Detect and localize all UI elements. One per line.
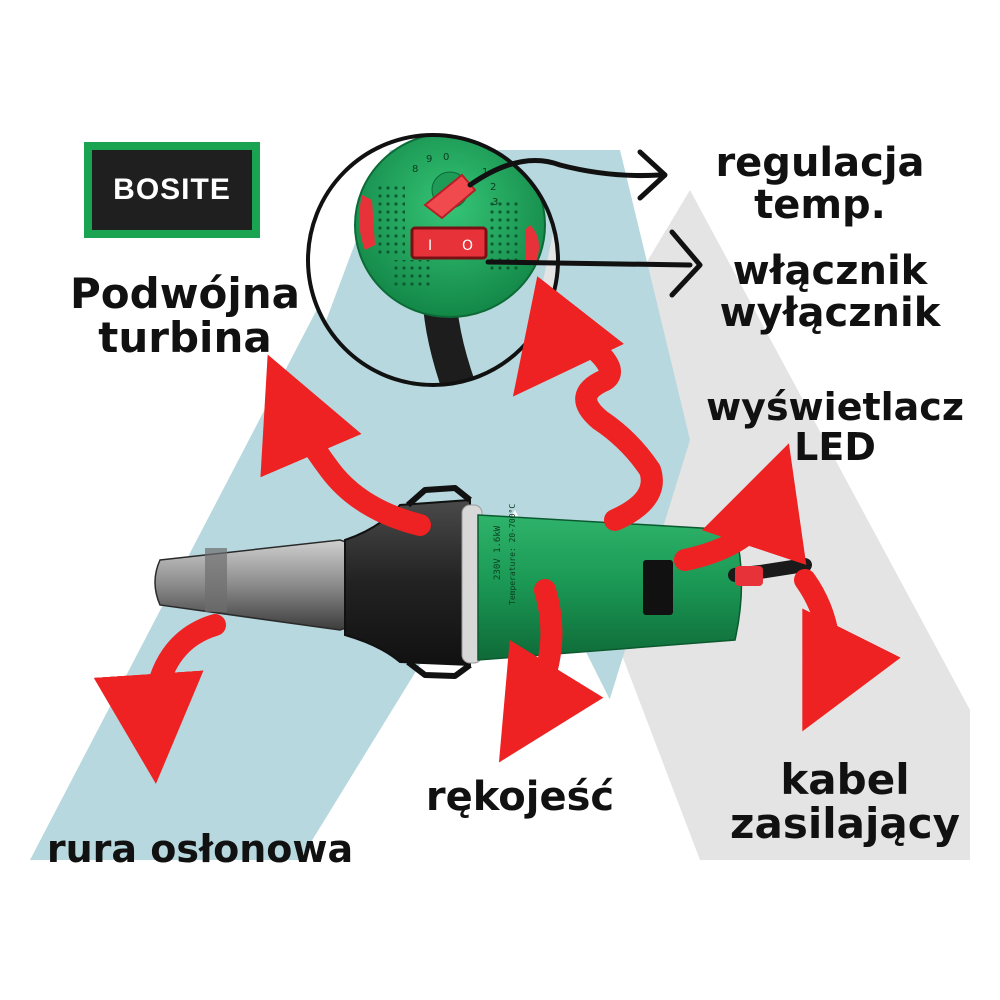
arrow-turbine <box>260 354 431 536</box>
zoom-vents-left <box>375 185 405 255</box>
dial-mark-3: 3 <box>492 197 498 208</box>
nozzle-band <box>205 548 227 612</box>
dial-mark-2: 2 <box>490 182 496 193</box>
bosite-logo-text: BOSITE <box>113 173 231 206</box>
zoom-red-tab-left <box>359 195 375 250</box>
zoom-temp-knob <box>423 173 477 220</box>
label-temperature-line1: regulacja <box>715 140 925 186</box>
arrow-cable <box>794 569 901 732</box>
label-led-display-line1: wyświetlacz <box>706 385 964 429</box>
red-arrows <box>93 276 901 784</box>
label-turbine: Podwójna turbina <box>40 269 330 363</box>
arrow-temperature <box>467 158 663 188</box>
label-power-switch-line1: włącznik <box>732 248 928 294</box>
green-body <box>477 514 743 661</box>
label-led-display-line2: LED <box>794 424 876 469</box>
zoom-inset: 8 9 0 1 2 3 I O <box>306 133 560 387</box>
zoom-rocker-switch <box>410 226 488 260</box>
turbine-ribs <box>406 485 472 679</box>
label-power-switch-line2: wyłącznik <box>719 290 941 336</box>
zoom-circle-border <box>306 133 560 387</box>
label-handle: rękojeść <box>400 776 640 818</box>
black-arrows <box>467 149 703 298</box>
dial-mark-8: 8 <box>412 164 418 175</box>
arrow-switch <box>485 259 693 268</box>
label-turbine-line2: turbina <box>98 313 272 363</box>
label-turbine-line1: Podwójna <box>70 269 300 318</box>
arrow-handle <box>498 579 604 763</box>
dial-mark-9: 9 <box>426 154 432 165</box>
bg-white-gap <box>300 510 690 860</box>
label-nozzle-tube-text: rura osłonowa <box>46 827 354 871</box>
dial-mark-0: 0 <box>443 152 449 163</box>
hot-air-gun: 230V 1.6kW Temperature: 20-700°C <box>154 485 812 679</box>
led-window <box>643 560 673 615</box>
switch-mark-on: I <box>428 238 432 254</box>
arrow-zoom-wavy <box>512 276 663 531</box>
label-handle-text: rękojeść <box>425 774 615 820</box>
bosite-logo: BOSITE <box>84 142 260 238</box>
label-power-cable: kabel zasilający <box>710 755 980 849</box>
label-power-cable-line2: zasilający <box>730 799 960 849</box>
label-nozzle-tube: rura osłonowa <box>30 827 370 871</box>
label-power-cable-line1: kabel <box>780 755 910 804</box>
arrow-switch-head <box>669 229 703 298</box>
switch-mark-off: O <box>462 238 473 254</box>
zoom-red-tab-right <box>525 225 539 265</box>
dial-mark-1: 1 <box>482 167 488 178</box>
label-temperature-line2: temp. <box>754 182 886 228</box>
cable-strain-relief <box>735 566 763 586</box>
zoom-vents-bottom <box>390 260 430 290</box>
zoom-vents-right <box>490 200 520 270</box>
label-power-switch: włącznik wyłącznik <box>700 250 960 334</box>
label-temperature: regulacja temp. <box>690 142 950 226</box>
arrow-nozzle <box>93 614 226 784</box>
label-led-display: wyświetlacz LED <box>690 385 980 469</box>
bosite-logo-inner: BOSITE <box>92 150 252 230</box>
arrow-led <box>674 443 807 571</box>
body-print-2: Temperature: 20-700°C <box>508 504 517 605</box>
body-print-1: 230V 1.6kW <box>493 525 503 580</box>
arrow-temperature-head <box>637 149 668 201</box>
